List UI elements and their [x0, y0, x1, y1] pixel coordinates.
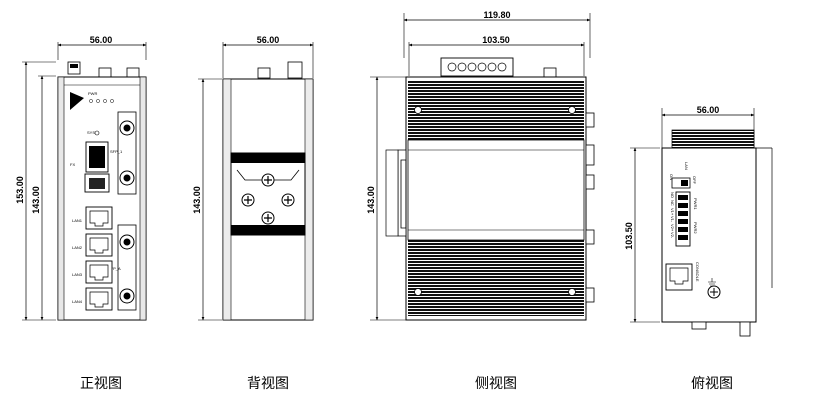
front-fx-label: FX — [70, 162, 75, 167]
front-sfp1-label: SFP_1 — [110, 149, 123, 154]
heatsink-top — [408, 80, 584, 140]
top-on-label: ON — [669, 174, 674, 180]
front-lan3-label: LAN3 — [72, 272, 83, 277]
back-width-label: 56.00 — [257, 35, 280, 45]
top-off-label: OFF — [692, 176, 697, 185]
top-pwr2-label: PWR2 — [693, 222, 698, 234]
top-v1p-label: V1+ — [670, 208, 675, 216]
back-view-caption: 背视图 — [247, 376, 289, 392]
top-depth-label: 103.50 — [624, 222, 634, 250]
side-view-caption: 侧视图 — [475, 376, 517, 392]
top-no-label: NO — [670, 192, 675, 198]
side-total-depth-label: 119.80 — [483, 10, 510, 20]
front-view: 56.00 153.00 143.00 PWR SYS — [15, 35, 147, 392]
top-v2n-label: V2- — [670, 232, 675, 239]
front-sys-label: SYS — [87, 130, 95, 135]
front-body-height-label: 143.00 — [31, 186, 41, 214]
terminal-block — [440, 57, 514, 77]
top-heatsink — [671, 129, 755, 149]
back-height-label: 143.00 — [192, 186, 202, 214]
top-nc-label: NC — [670, 200, 675, 206]
front-pwr-label: PWR — [88, 91, 97, 96]
top-v2p-label: V2+ — [670, 224, 675, 232]
front-lan1-label: LAN1 — [72, 218, 83, 223]
side-connectors — [585, 112, 595, 303]
top-lan-label: LAN — [684, 162, 689, 170]
top-view-caption: 俯视图 — [691, 376, 733, 392]
led-indicators — [89, 99, 114, 136]
side-body-depth-label: 103.50 — [482, 35, 510, 45]
back-view: 56.00 143.00 背视图 — [192, 35, 314, 392]
top-pwr1-label: PWR1 — [693, 198, 698, 210]
front-lan4-label: LAN4 — [72, 299, 83, 304]
front-sfpa-label: SFP_A — [108, 266, 121, 271]
front-width-label: 56.00 — [90, 35, 113, 45]
front-view-caption: 正视图 — [80, 376, 122, 392]
heatsink-bottom — [408, 240, 584, 316]
top-v1n-label: V1- — [670, 216, 675, 223]
side-height-label: 143.00 — [366, 186, 376, 214]
clip-screws — [241, 173, 295, 225]
lan-port-stack — [85, 206, 113, 311]
fiber-port-group — [117, 111, 137, 311]
front-lan2-label: LAN2 — [72, 245, 83, 250]
brand-logo-icon — [70, 92, 84, 110]
top-width-label: 56.00 — [697, 105, 720, 115]
ground-symbol-icon — [708, 278, 716, 287]
front-total-height-label: 153.00 — [15, 176, 25, 204]
side-view: 119.80 103.50 143.00 — [366, 10, 595, 392]
top-view: 56.00 103.50 ON OFF LAN NO NC V1+ V1- V2… — [624, 105, 773, 392]
top-console-label: CONSOLE — [695, 262, 700, 282]
